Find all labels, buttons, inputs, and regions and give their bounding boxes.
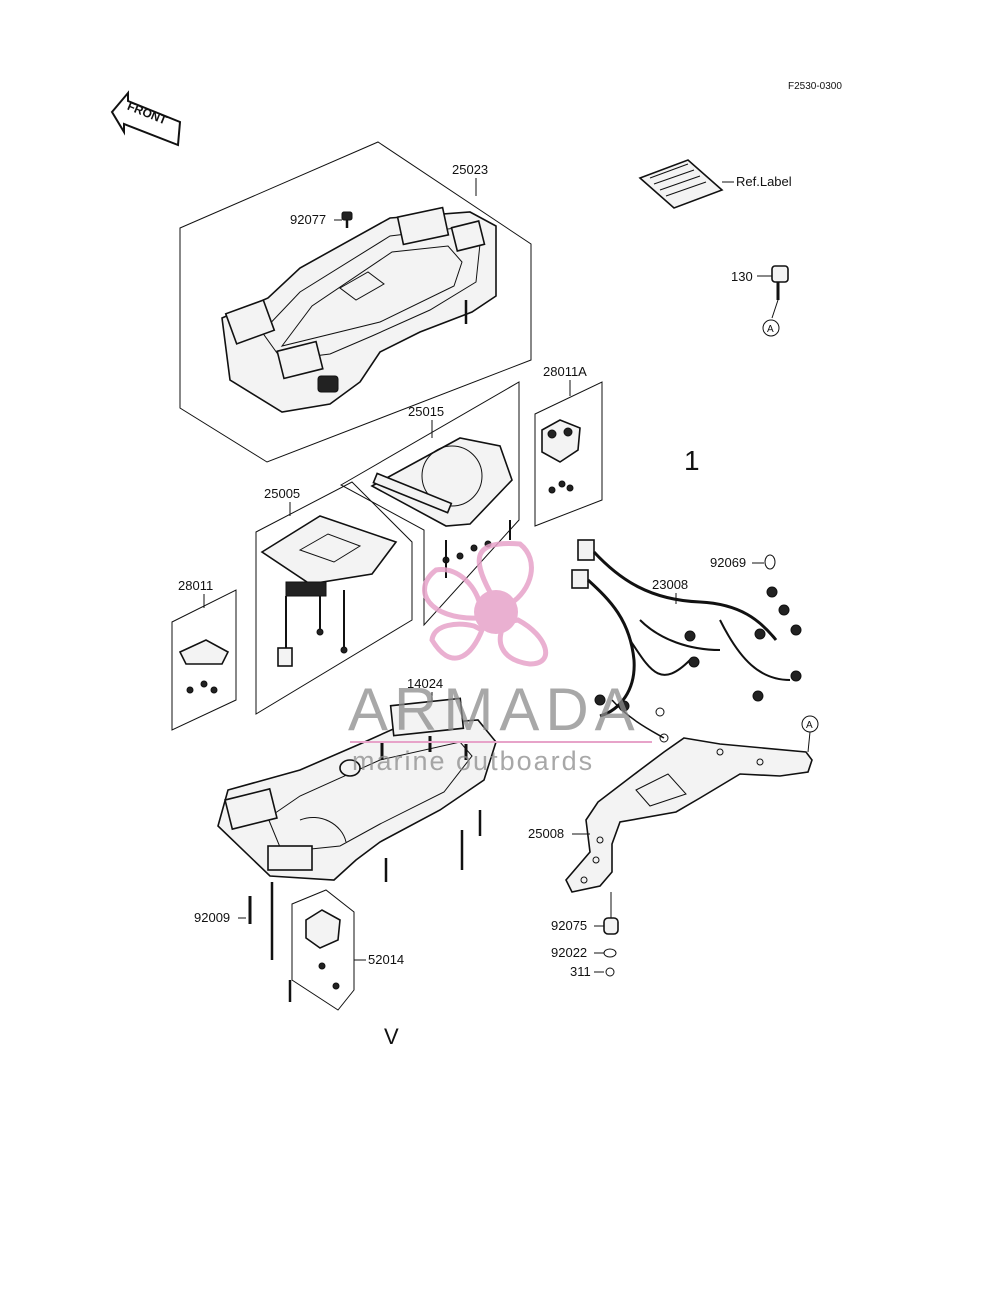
part-label-92009: 92009 xyxy=(194,910,230,925)
assembly-box-28011 xyxy=(171,589,237,731)
meter-case-14024-icon xyxy=(217,697,497,881)
screw-92009-icon xyxy=(248,882,292,1002)
part-label-92075: 92075 xyxy=(551,918,587,933)
part-label-130: 130 xyxy=(731,269,753,284)
assembly-box-25023 xyxy=(179,141,532,463)
screw-92077-icon xyxy=(341,211,353,228)
grommet-92069-icon xyxy=(764,554,776,570)
watermark-tagline: marine outboards xyxy=(352,746,594,776)
assembly-box-28011a xyxy=(534,381,603,527)
marker-a-top: A xyxy=(767,324,774,335)
watermark-brand: ARMADA xyxy=(348,676,641,743)
part-label-25008: 25008 xyxy=(528,826,564,841)
part-label-52014: 52014 xyxy=(368,952,404,967)
tachometer-25015-icon xyxy=(370,437,513,578)
ref-label-icon xyxy=(638,159,724,209)
washer-92022-icon xyxy=(603,948,617,958)
assembly-box-25005 xyxy=(255,481,413,715)
front-arrow-icon xyxy=(110,90,182,147)
marker-a-top-icon xyxy=(762,319,780,337)
diagram-code: F2530-0300 xyxy=(788,81,842,92)
speedometer-25005-icon xyxy=(260,515,398,667)
part-label-28011a: 28011A xyxy=(543,364,587,379)
front-label: FRONT xyxy=(125,99,169,128)
meter-cover-icon xyxy=(221,206,497,413)
bracket-25008-icon xyxy=(565,737,813,893)
nut-311-icon xyxy=(605,967,615,977)
part-label-25015: 25015 xyxy=(408,404,444,419)
socket-28011-icon xyxy=(178,639,230,694)
part-label-25023: 25023 xyxy=(452,162,488,177)
part-label-92077: 92077 xyxy=(290,212,326,227)
case-screws-icon xyxy=(384,810,482,882)
ref-label-text: Ref.Label xyxy=(736,174,792,189)
part-label-28011: 28011 xyxy=(178,578,213,593)
socket-52014-icon xyxy=(305,909,341,990)
part-label-92069: 92069 xyxy=(710,555,746,570)
marker-a-bracket: A xyxy=(806,720,813,731)
assembly-box-52014 xyxy=(291,889,355,1011)
part-label-311: 311 xyxy=(570,964,591,979)
part-label-14024: 14024 xyxy=(407,676,443,691)
wiring-harness-23008-icon xyxy=(571,539,802,743)
grommet-92075-icon xyxy=(603,917,619,935)
annotation-mark-1: 1 xyxy=(684,445,700,476)
socket-28011a-icon xyxy=(541,419,581,494)
bolt-130-icon xyxy=(771,265,789,300)
part-label-92022: 92022 xyxy=(551,945,587,960)
annotation-mark-v: V xyxy=(384,1024,399,1049)
part-label-25005: 25005 xyxy=(264,486,300,501)
propeller-logo-icon xyxy=(422,541,549,667)
part-label-23008: 23008 xyxy=(652,577,688,592)
assembly-box-25015 xyxy=(339,381,520,627)
